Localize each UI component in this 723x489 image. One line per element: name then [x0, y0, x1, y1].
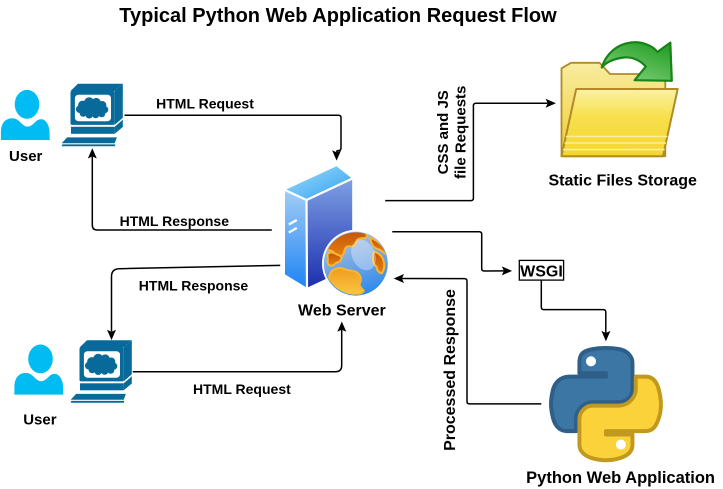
svg-text:User: User — [23, 412, 57, 429]
svg-text:HTML Response: HTML Response — [120, 213, 230, 229]
svg-text:Python Web Application: Python Web Application — [526, 469, 715, 487]
svg-text:HTML Response: HTML Response — [139, 277, 249, 293]
svg-text:HTML Request: HTML Request — [156, 96, 254, 112]
svg-text:Typical Python Web Application: Typical Python Web Application Request F… — [119, 5, 557, 27]
svg-text:file Requests: file Requests — [453, 86, 470, 179]
svg-text:WSGI: WSGI — [520, 264, 563, 281]
svg-text:HTML Request: HTML Request — [193, 381, 291, 397]
svg-text:Static Files Storage: Static Files Storage — [548, 173, 697, 190]
svg-text:CSS and JS: CSS and JS — [435, 90, 452, 174]
svg-text:User: User — [9, 148, 43, 165]
svg-text:Web Server: Web Server — [298, 302, 386, 319]
svg-text:Processed Response: Processed Response — [442, 289, 459, 451]
